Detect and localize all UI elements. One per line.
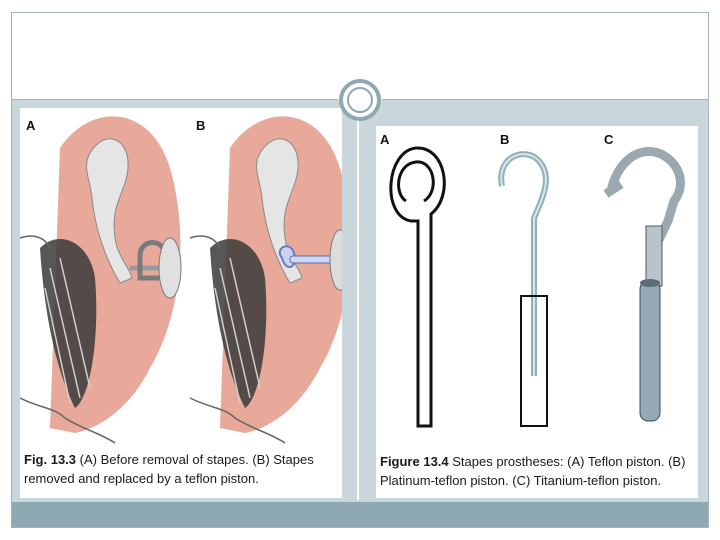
caption-figure-number: Figure 13.4 [380, 454, 449, 469]
ear-anatomy-after-drawing [190, 116, 342, 443]
footer-band [12, 502, 708, 527]
figure-label-a: A [26, 118, 35, 133]
platinum-teflon-piston-image [501, 154, 547, 426]
ear-anatomy-before-drawing [20, 116, 181, 443]
figure-label-b: B [196, 118, 205, 133]
decorative-circle-icon [339, 79, 381, 121]
teflon-piston-image [391, 148, 444, 426]
stapes-prostheses-image [376, 126, 698, 446]
figure-13-3-caption: Fig. 13.3 (A) Before removal of stapes. … [24, 450, 340, 488]
figure-13-4-caption: Figure 13.4 Stapes prostheses: (A) Teflo… [380, 452, 696, 490]
titanium-teflon-piston-image [606, 152, 680, 421]
figure-label-a: A [380, 132, 389, 147]
caption-figure-number: Fig. 13.3 [24, 452, 76, 467]
figure-label-b: B [500, 132, 509, 147]
ear-anatomy-before-image [20, 108, 342, 448]
panel-separator [357, 108, 359, 500]
figure-13-4-panel: A B C Figure 13.4 Stapes prostheses: (A)… [376, 126, 698, 498]
figure-13-3-panel: A B Fig. 13.3 (A) Before removal of stap… [20, 108, 342, 498]
figure-label-c: C [604, 132, 613, 147]
decorative-inner-circle [347, 87, 373, 113]
